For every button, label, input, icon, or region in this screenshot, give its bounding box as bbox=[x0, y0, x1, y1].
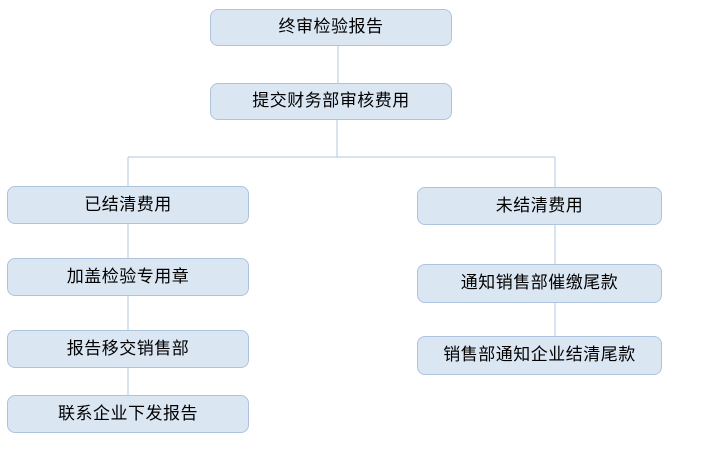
node-label: 联系企业下发报告 bbox=[58, 403, 198, 423]
node-label: 通知销售部催缴尾款 bbox=[460, 273, 619, 293]
flowchart-node-contact-enterprise-report[interactable]: 联系企业下发报告 bbox=[7, 395, 249, 433]
flowchart-node-fees-unsettled[interactable]: 未结清费用 bbox=[417, 187, 662, 225]
flowchart-node-notify-sales-collect[interactable]: 通知销售部催缴尾款 bbox=[417, 264, 662, 303]
flowchart-node-submit-finance-review[interactable]: 提交财务部审核费用 bbox=[210, 83, 452, 120]
flowchart-node-report-to-sales[interactable]: 报告移交销售部 bbox=[7, 330, 249, 368]
node-label: 终审检验报告 bbox=[278, 17, 384, 37]
node-label: 未结清费用 bbox=[495, 195, 584, 215]
flowchart-node-final-inspection-report[interactable]: 终审检验报告 bbox=[210, 9, 452, 46]
node-label: 提交财务部审核费用 bbox=[252, 91, 410, 111]
node-label: 已结清费用 bbox=[84, 194, 172, 214]
node-label: 报告移交销售部 bbox=[66, 338, 190, 358]
flowchart-node-fees-settled[interactable]: 已结清费用 bbox=[7, 186, 249, 224]
flowchart-node-stamp-inspection-seal[interactable]: 加盖检验专用章 bbox=[7, 258, 249, 296]
node-label: 销售部通知企业结清尾款 bbox=[443, 345, 636, 365]
flowchart-node-sales-notify-enterprise[interactable]: 销售部通知企业结清尾款 bbox=[417, 336, 662, 375]
node-label: 加盖检验专用章 bbox=[66, 266, 190, 286]
